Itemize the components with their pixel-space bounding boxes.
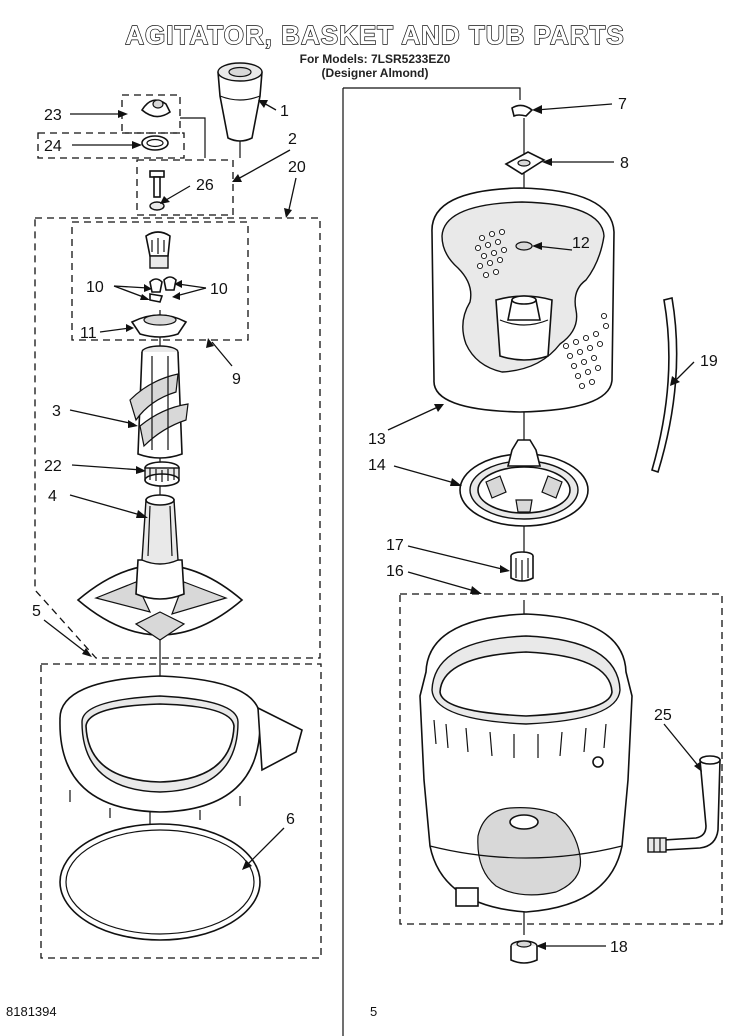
callout-9: 9 bbox=[232, 371, 241, 388]
hub-nut-part bbox=[510, 551, 534, 582]
callout-2: 2 bbox=[288, 131, 297, 148]
callout-23: 23 bbox=[44, 107, 62, 124]
arrowheads bbox=[82, 100, 702, 950]
callout-5: 5 bbox=[32, 603, 41, 620]
group-box-5 bbox=[40, 663, 322, 959]
callout-1: 1 bbox=[280, 103, 289, 120]
callout-13: 13 bbox=[368, 431, 386, 448]
o-ring-part bbox=[141, 135, 169, 151]
callout-10-right: 10 bbox=[210, 281, 228, 298]
callout-11: 11 bbox=[80, 325, 97, 342]
callout-8: 8 bbox=[620, 155, 629, 172]
connector-line bbox=[343, 87, 521, 100]
connector-line bbox=[180, 117, 206, 158]
callout-3: 3 bbox=[52, 403, 61, 420]
leader-lines bbox=[43, 101, 701, 947]
spanner-nut-part bbox=[504, 151, 546, 175]
agitator-base-part bbox=[76, 494, 244, 641]
callout-26: 26 bbox=[196, 177, 214, 194]
basket-perforations bbox=[474, 228, 610, 390]
callout-22: 22 bbox=[44, 458, 62, 475]
callout-25: 25 bbox=[654, 707, 672, 724]
agitator-barrel-part bbox=[129, 345, 189, 459]
group-box-24 bbox=[37, 132, 185, 159]
callout-6: 6 bbox=[286, 811, 295, 828]
bearing-part bbox=[144, 461, 180, 487]
callout-4: 4 bbox=[48, 488, 57, 505]
page-number: 5 bbox=[370, 1004, 378, 1019]
callout-20: 20 bbox=[288, 159, 306, 176]
group-box-9 bbox=[71, 221, 249, 341]
outer-tub-part bbox=[419, 613, 633, 913]
diagram-title: AGITATOR, BASKET AND TUB PARTS bbox=[125, 19, 625, 50]
model-variant: (Designer Almond) bbox=[321, 66, 429, 80]
callout-17: 17 bbox=[386, 537, 404, 554]
bolt-part bbox=[149, 170, 165, 211]
callout-16: 16 bbox=[386, 563, 404, 580]
callout-18: 18 bbox=[610, 939, 628, 956]
callout-10-left: 10 bbox=[86, 279, 104, 296]
tub-ring-part bbox=[59, 675, 303, 824]
wash-basket-part bbox=[431, 187, 615, 413]
grommet-part bbox=[510, 940, 538, 964]
drain-hose-part bbox=[647, 755, 721, 853]
basket-drive-hub-part bbox=[459, 439, 589, 527]
group-box-16 bbox=[399, 593, 723, 925]
drive-bell-part bbox=[130, 314, 188, 338]
document-number: 8181394 bbox=[6, 1004, 57, 1019]
cap-insert-part bbox=[140, 99, 172, 118]
callout-14: 14 bbox=[368, 457, 386, 474]
group-box-26 bbox=[136, 159, 234, 216]
snap-ring-part bbox=[59, 823, 261, 942]
callout-7: 7 bbox=[618, 96, 627, 113]
callout-12: 12 bbox=[572, 235, 590, 252]
agitator-cap-part bbox=[217, 62, 263, 142]
model-number: For Models: 7LSR5233EZ0 bbox=[299, 52, 451, 66]
callout-24: 24 bbox=[44, 138, 62, 155]
tub-seal-strip-part bbox=[651, 297, 678, 474]
callout-19: 19 bbox=[700, 353, 718, 370]
agitator-cam-part bbox=[145, 231, 171, 269]
spring-clip-part bbox=[511, 104, 534, 118]
agitator-dog-part bbox=[149, 276, 177, 303]
